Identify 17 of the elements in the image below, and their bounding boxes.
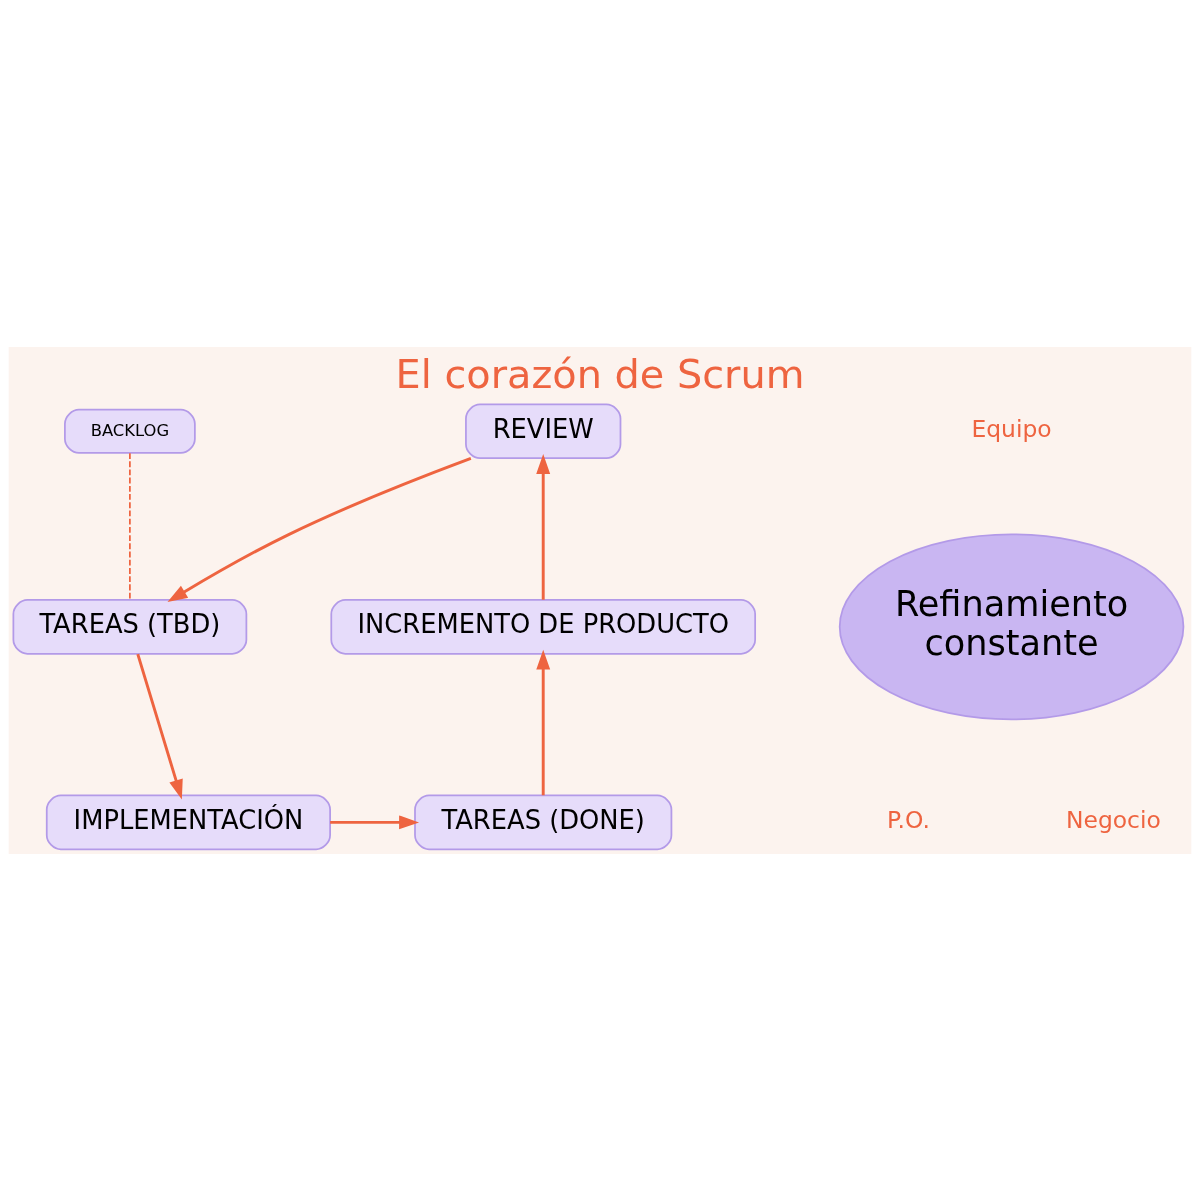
label: Equipo xyxy=(971,414,1052,443)
diagram-title: El corazón de Scrum xyxy=(395,350,805,397)
label: P.O. xyxy=(887,805,930,834)
arrow xyxy=(536,649,551,795)
node-box: TAREAS (TBD) xyxy=(12,598,248,655)
label: Negocio xyxy=(1066,805,1161,834)
arrow xyxy=(167,456,472,602)
arrow xyxy=(536,453,551,600)
node-box: BACKLOG xyxy=(64,408,196,454)
node-box: TAREAS (DONE) xyxy=(414,794,673,850)
node-box: INCREMENTO DE PRODUCTO xyxy=(330,598,756,655)
node-box: IMPLEMENTACIÓN xyxy=(45,794,331,850)
arrow xyxy=(330,814,420,829)
arrow xyxy=(136,653,183,799)
node-ellipse: Refinamiento constante xyxy=(838,532,1185,720)
connector xyxy=(129,451,131,601)
node-box: REVIEW xyxy=(465,403,622,459)
